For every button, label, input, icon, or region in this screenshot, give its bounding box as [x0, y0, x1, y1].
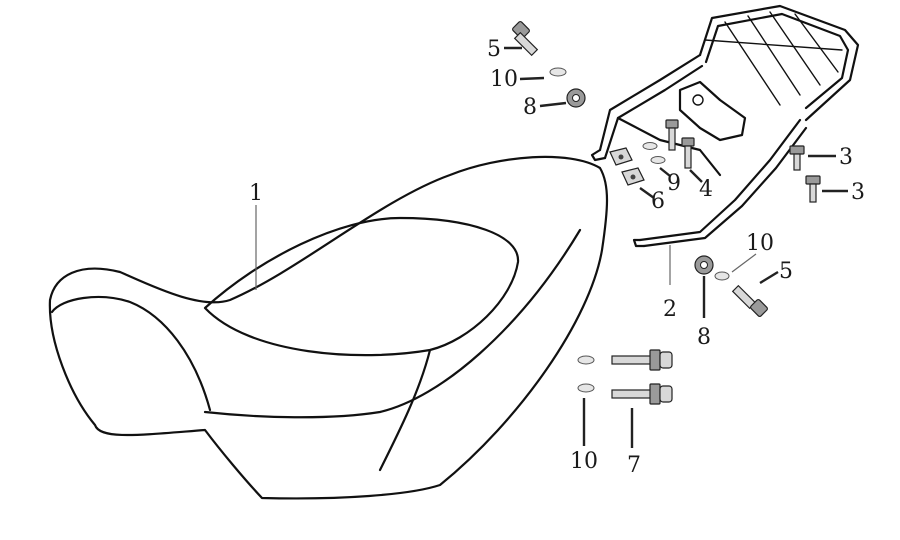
seat-cushion-panel [203, 216, 520, 357]
rack-cross-bar [704, 39, 843, 51]
callout-nut-mid: 8 [697, 325, 711, 350]
rack-bar-3 [769, 11, 821, 86]
bolt-right-top-icon[interactable] [789, 145, 805, 171]
washer-center-lower-icon[interactable] [650, 156, 666, 164]
rack-left-rail [598, 53, 702, 152]
rack-left-foot [590, 148, 607, 162]
leader-8a [539, 101, 567, 108]
rack-bracket-hole [692, 94, 704, 106]
rack-top-loop-inner [704, 12, 850, 110]
bolt-center-right-icon[interactable] [681, 137, 695, 169]
seat-side-crease [203, 228, 582, 419]
seat-nose [378, 348, 432, 472]
rack-side-leg [616, 116, 722, 177]
washer-bottom-upper-icon[interactable] [577, 355, 595, 365]
callout-washer-center: 9 [667, 171, 681, 196]
washer-bottom-lower-icon[interactable] [577, 383, 595, 393]
rack-top-loop [698, 4, 860, 122]
bolt-right-bottom-icon[interactable] [805, 175, 821, 203]
rear-rack-icon[interactable] [590, 4, 860, 248]
rack-lower-rail-inner [642, 126, 808, 248]
flange-bolt-lower-icon[interactable] [611, 383, 673, 405]
nut-mid-icon[interactable] [694, 255, 714, 275]
callout-bolt-right-bottom: 3 [851, 180, 865, 205]
seat-outline [48, 155, 609, 500]
rack-bar-4 [794, 13, 839, 73]
leader-6 [639, 187, 655, 199]
clip-nut-upper-icon[interactable] [609, 147, 633, 166]
leader-10b [731, 253, 757, 273]
callout-bolt-right-mid: 5 [779, 259, 793, 284]
rack-left-rail-inner [603, 64, 704, 160]
bolt-center-left-icon[interactable] [665, 119, 679, 151]
callout-bolt-flange-bottom: 7 [627, 453, 641, 478]
leader-9 [659, 167, 671, 177]
rack-bar-1 [724, 21, 781, 106]
rack-lower-rail [638, 118, 802, 242]
callout-rear-rack: 2 [663, 297, 677, 322]
callout-bolt-right-top: 3 [839, 145, 853, 170]
callout-washer-bottom: 10 [570, 449, 598, 474]
bolt-right-mid-icon[interactable] [731, 284, 769, 318]
callout-nut-top: 8 [523, 95, 537, 120]
rack-bracket [678, 80, 747, 142]
leader-5b [759, 270, 779, 285]
motorcycle-seat-icon[interactable] [48, 155, 609, 500]
callout-nut-clip: 6 [651, 189, 665, 214]
rack-right-foot [632, 238, 646, 248]
seat-base [50, 296, 212, 412]
bolt-top-left-icon[interactable] [512, 21, 539, 57]
callout-seat: 1 [249, 181, 263, 206]
clip-nut-lower-icon[interactable] [621, 167, 645, 186]
leader-4 [689, 169, 703, 183]
callout-bolt-center: 4 [699, 177, 713, 202]
washer-mid-icon[interactable] [714, 271, 730, 281]
leader-10a [519, 76, 545, 81]
callout-washer-mid: 10 [746, 231, 774, 256]
callout-washer-top: 10 [490, 67, 518, 92]
nut-top-icon[interactable] [566, 88, 586, 108]
rack-bar-2 [747, 15, 801, 96]
flange-bolt-upper-icon[interactable] [611, 349, 673, 371]
washer-top-icon[interactable] [549, 67, 567, 77]
washer-center-upper-icon[interactable] [642, 142, 658, 150]
callout-bolt-top-left: 5 [487, 37, 501, 62]
